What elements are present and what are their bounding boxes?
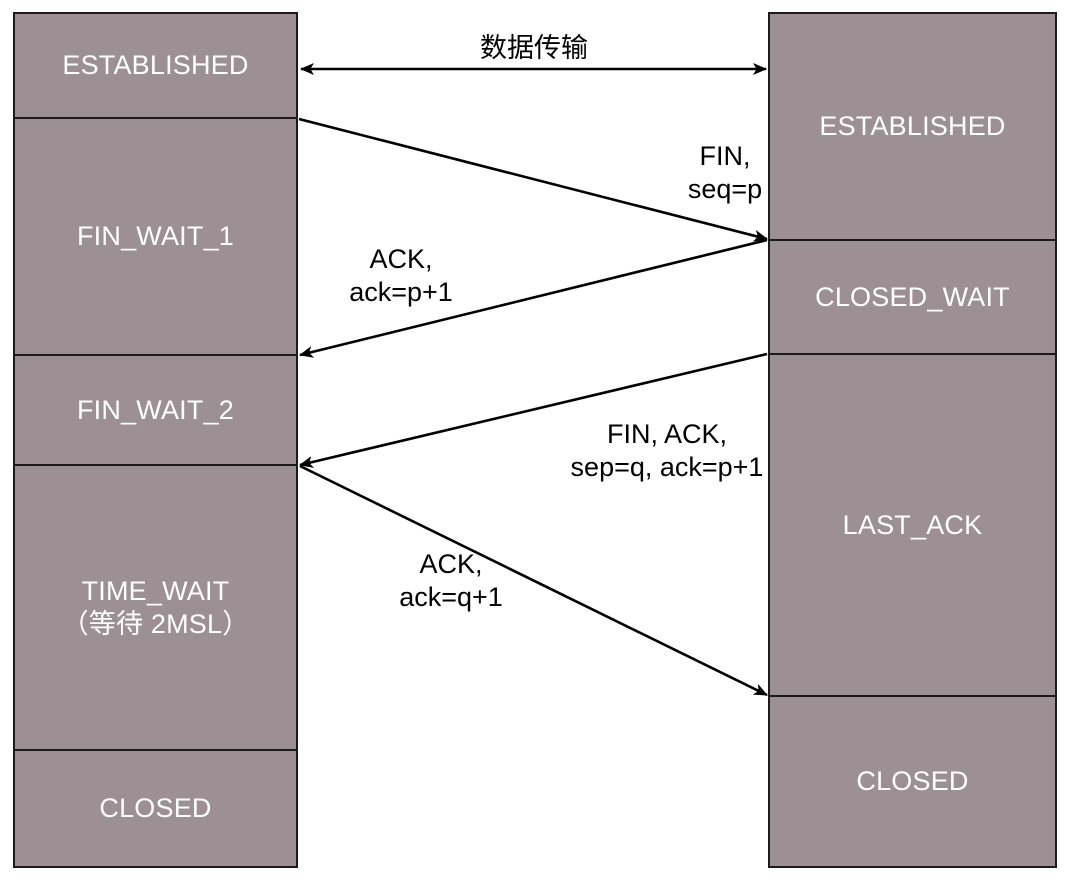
server-state-closed-wait: CLOSED_WAIT bbox=[768, 239, 1057, 355]
arrow-fin-ack-q bbox=[299, 352, 768, 468]
client-state-time-wait: TIME_WAIT （等待 2MSL） bbox=[13, 464, 298, 751]
client-state-fin-wait-2: FIN_WAIT_2 bbox=[13, 354, 298, 466]
label-ack-p-plus-1: ACK, ack=p+1 bbox=[349, 244, 453, 307]
client-state-closed: CLOSED bbox=[13, 749, 298, 868]
label-fin-seq-p: FIN, seq=p bbox=[687, 141, 763, 204]
server-state-last-ack: LAST_ACK bbox=[768, 353, 1057, 697]
arrow-ack-p-plus-1 bbox=[299, 238, 768, 358]
label-fin-ack-q: FIN, ACK, sep=q, ack=p+1 bbox=[570, 419, 764, 482]
server-state-established: ESTABLISHED bbox=[768, 12, 1057, 241]
label-data-transfer: 数据传输 bbox=[480, 33, 588, 63]
label-ack-q-plus-1: ACK, ack=q+1 bbox=[399, 549, 503, 612]
arrow-ack-q-plus-1 bbox=[299, 464, 768, 697]
arrow-fin-seq-p bbox=[298, 117, 768, 242]
client-state-established: ESTABLISHED bbox=[13, 12, 298, 119]
server-state-closed: CLOSED bbox=[768, 695, 1057, 868]
